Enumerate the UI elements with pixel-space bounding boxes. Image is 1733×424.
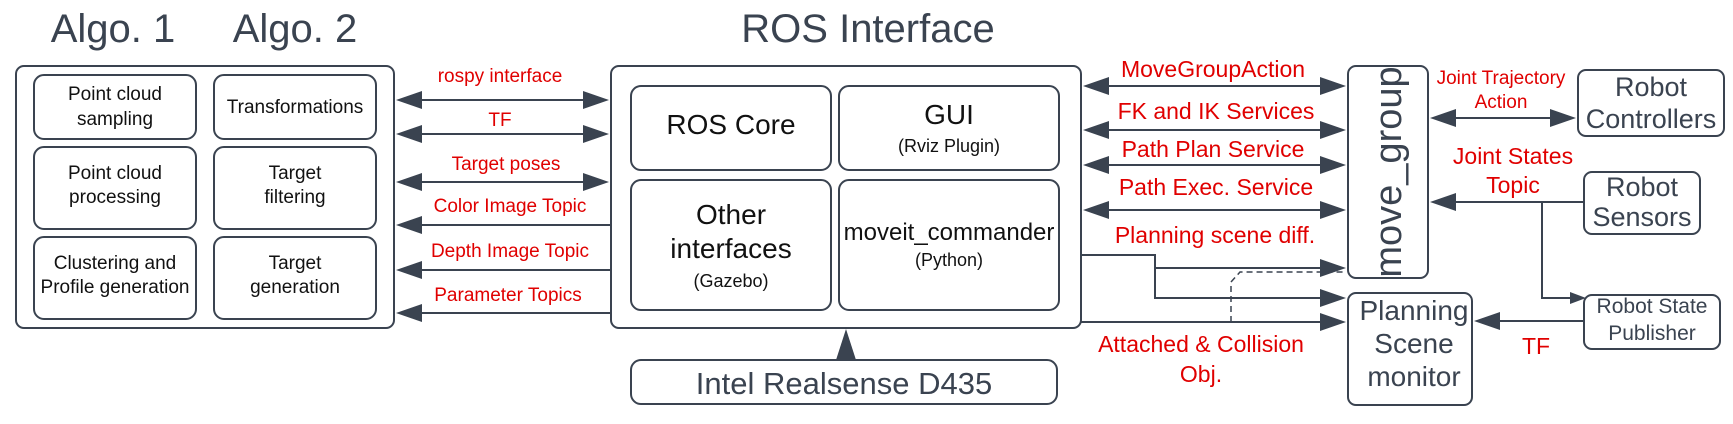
edge-joint-trajectory (1430, 109, 1576, 127)
label-tf-left: TF (488, 110, 511, 131)
target-filtering-box (213, 146, 377, 230)
edge-tf-right (1474, 312, 1584, 330)
intel-realsense-label: Intel Realsense D435 (696, 366, 992, 401)
ros-core-label: ROS Core (666, 109, 795, 140)
edge-depth-image (396, 261, 611, 279)
point-cloud-sampling-box (33, 74, 197, 140)
label-planning-scene-diff: Planning scene diff. (1115, 222, 1315, 248)
edge-rospy-interface (396, 91, 609, 109)
edge-attached-collision (1081, 313, 1346, 331)
target-filtering-line2: filtering (264, 187, 325, 208)
label-parameter-topics: Parameter Topics (434, 285, 582, 306)
edge-planning-scene-diff (1081, 254, 1346, 277)
robot-controllers-box (1577, 69, 1725, 137)
clustering-box (33, 236, 197, 320)
edge-path-plan (1083, 156, 1346, 174)
label-tf-right: TF (1522, 333, 1550, 359)
point-cloud-sampling-line2: sampling (77, 109, 153, 130)
planning-scene-line2: Scene (1374, 328, 1453, 359)
label-depth-image: Depth Image Topic (431, 241, 589, 262)
label-fk-ik: FK and IK Services (1118, 98, 1315, 124)
clustering-line2: Profile generation (41, 277, 190, 298)
move-group-label: move_group (1368, 66, 1410, 277)
other-interfaces-sub-label: (Gazebo) (693, 271, 768, 291)
label-attached-line2: Obj. (1180, 361, 1222, 387)
edge-color-image (396, 216, 611, 234)
gui-sub-label: (Rviz Plugin) (898, 136, 1000, 156)
point-cloud-sampling-line1: Point cloud (68, 84, 162, 105)
ros-core-box (630, 85, 832, 171)
edge-sensors-to-publisher (1541, 201, 1586, 304)
robot-sensors-line2: Sensors (1592, 202, 1691, 232)
robot-controllers-line1: Robot (1615, 72, 1688, 102)
robot-state-publisher-line1: Robot State (1597, 295, 1708, 318)
label-joint-trajectory-line2: Action (1475, 92, 1528, 113)
moveit-commander-label: moveit_commander (844, 219, 1055, 246)
edge-parameter-topics (396, 304, 611, 322)
robot-state-publisher-line2: Publisher (1608, 322, 1696, 345)
transformations-box (213, 74, 377, 140)
label-movegroupaction: MoveGroupAction (1121, 56, 1305, 82)
label-joint-trajectory-line1: Joint Trajectory (1437, 68, 1566, 89)
algo1-title: Algo. 1 (51, 7, 176, 51)
label-path-plan: Path Plan Service (1122, 136, 1305, 162)
gui-box (838, 85, 1060, 171)
edge-path-exec (1083, 201, 1346, 219)
point-cloud-processing-box (33, 146, 197, 230)
moveit-commander-box (838, 179, 1060, 311)
target-generation-box (213, 236, 377, 320)
edge-movegroupaction (1083, 77, 1346, 95)
point-cloud-processing-line1: Point cloud (68, 163, 162, 184)
label-rospy-interface: rospy interface (438, 66, 563, 87)
robot-controllers-line2: Controllers (1586, 104, 1717, 134)
ros-interface-title: ROS Interface (741, 7, 994, 51)
robot-sensors-line1: Robot (1606, 172, 1679, 202)
edge-target-poses (396, 173, 609, 191)
label-color-image: Color Image Topic (434, 196, 587, 217)
other-interfaces-line1: Other (696, 199, 766, 230)
target-filtering-line1: Target (269, 163, 323, 184)
edge-fk-ik (1083, 121, 1346, 139)
other-interfaces-line2: interfaces (670, 233, 791, 264)
gui-label: GUI (924, 99, 974, 130)
label-attached-line1: Attached & Collision (1098, 331, 1304, 357)
algo2-title: Algo. 2 (233, 7, 358, 51)
target-generation-line2: generation (250, 277, 340, 298)
label-joint-states-line2: Topic (1486, 172, 1540, 198)
target-generation-line1: Target (269, 253, 323, 274)
clustering-line1: Clustering and (54, 253, 177, 274)
label-joint-states-line1: Joint States (1453, 143, 1573, 169)
planning-scene-monitor-box (1347, 292, 1473, 406)
transformations-label: Transformations (227, 97, 364, 118)
edge-scene-to-psm (1154, 268, 1346, 307)
other-interfaces-box (630, 179, 832, 311)
camera-arrow-head (836, 329, 856, 360)
edge-dashed-link (1230, 271, 1346, 322)
moveit-commander-sub-label: (Python) (915, 250, 983, 270)
point-cloud-processing-line2: processing (69, 187, 161, 208)
label-target-poses: Target poses (452, 154, 561, 175)
planning-scene-line1: Planning (1360, 295, 1469, 326)
edge-tf-left (396, 125, 609, 143)
label-path-exec: Path Exec. Service (1119, 174, 1313, 200)
planning-scene-line3: monitor (1367, 361, 1460, 392)
move-group-box (1347, 65, 1429, 279)
